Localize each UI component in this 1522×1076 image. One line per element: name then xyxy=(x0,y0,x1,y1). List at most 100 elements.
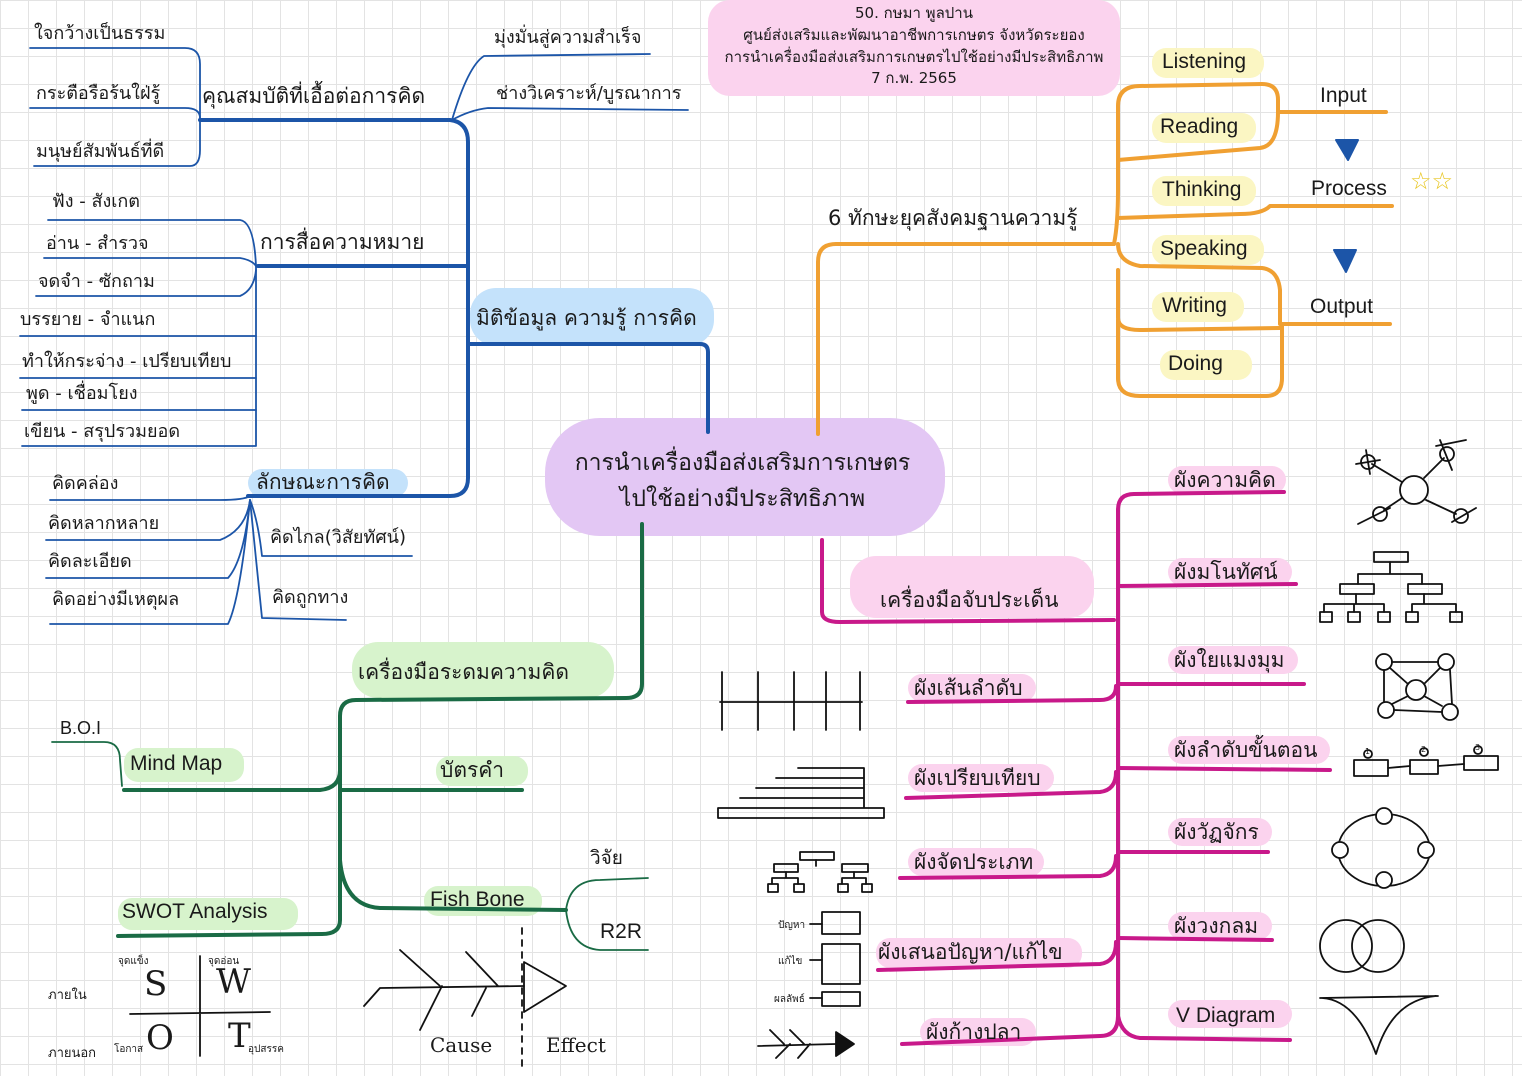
pink-item2-highlight xyxy=(1168,558,1292,586)
listening-highlight xyxy=(1152,48,1264,78)
solution-label: แก้ไข xyxy=(778,956,803,967)
cycle-sketch xyxy=(1331,807,1435,889)
swot-s: S xyxy=(144,964,168,1004)
pink-item1-highlight xyxy=(1168,466,1286,494)
attribute-left-2: กระตือรือร้นใฝ่รู้ xyxy=(36,83,161,104)
pink-diagrams xyxy=(129,439,1499,1067)
skill-listening: Listening xyxy=(1162,50,1247,73)
pink-left2-highlight xyxy=(908,764,1054,792)
doing-highlight xyxy=(1160,350,1252,380)
pink-title-highlight xyxy=(850,556,1094,618)
swot-threat: อุปสรรค xyxy=(248,1044,284,1055)
blue-branch-title: มิติข้อมูล ความรู้ การคิด xyxy=(476,306,697,330)
stars-icon: ☆☆ xyxy=(1410,167,1454,195)
boi-label: B.O.I xyxy=(60,718,102,738)
header-author: 50. กษมา พูลปาน xyxy=(855,4,973,22)
communication-item-7: เขียน - สรุปรวมยอด xyxy=(24,421,181,442)
communication-label: การสื่อความหมาย xyxy=(260,230,425,254)
header-highlight xyxy=(708,0,1120,96)
pink-left-4: ผังเสนอปัญหา/แก้ไข xyxy=(878,940,1063,964)
swot-grid-sketch xyxy=(129,955,271,1057)
problem-solution-sketch xyxy=(809,911,861,1007)
pink-left-5: ผังก้างปลา xyxy=(926,1020,1022,1044)
flow-input: Input xyxy=(1320,84,1367,107)
pink-item5-highlight xyxy=(1168,818,1272,846)
pink-left1-highlight xyxy=(908,674,1036,702)
orange-branch-title: 6 ทักษะยุคสังคมฐานความรู้ xyxy=(828,206,1078,230)
attribute-left-1: ใจกว้างเป็นธรรม xyxy=(34,23,166,44)
pink-left4-highlight xyxy=(876,938,1082,968)
blue-title-highlight xyxy=(470,288,714,346)
pink-right-1: ผังความคิด xyxy=(1174,468,1276,492)
communication-item-6: พูด - เชื่อมโยง xyxy=(26,383,138,404)
green-title-highlight xyxy=(352,642,614,698)
pink-left3-highlight xyxy=(908,848,1044,876)
blue-sub-lines xyxy=(19,47,689,625)
venn-sketch xyxy=(1319,919,1405,973)
pink-left-2: ผังเปรียบเทียบ xyxy=(914,766,1041,790)
result-label: ผลลัพธ์ xyxy=(774,994,805,1005)
pink-item3-highlight xyxy=(1168,646,1298,674)
v-diagram-sketch xyxy=(1319,995,1439,1055)
skill-thinking: Thinking xyxy=(1162,178,1242,201)
attributes-label: คุณสมบัติที่เอื้อต่อการคิด xyxy=(202,84,426,108)
sequence-sketch xyxy=(1353,745,1499,777)
swot-weakness: จุดอ่อน xyxy=(208,956,240,967)
header-organization: ศูนย์ส่งเสริมและพัฒนาอาชีพการเกษตร จังหว… xyxy=(743,25,1085,44)
swot-internal: ภายใน xyxy=(48,988,87,1003)
step-number-2: 2 xyxy=(1421,745,1427,754)
pink-left-3: ผังจัดประเภท xyxy=(914,850,1034,874)
concept-map-sketch xyxy=(1319,551,1463,623)
step-number-1: 1 xyxy=(1365,747,1371,756)
speaking-highlight xyxy=(1152,235,1264,265)
reading-highlight xyxy=(1152,113,1256,143)
communication-item-4: บรรยาย - จำแนก xyxy=(20,309,156,330)
flow-process: Process xyxy=(1311,177,1387,200)
fishbone-mini-sketch xyxy=(757,1029,855,1059)
central-topic: การนำเครื่องมือส่งเสริมการเกษตร ไปใช้อย่… xyxy=(545,446,940,517)
thinking-left-4: คิดอย่างมีเหตุผล xyxy=(52,589,180,610)
swot-highlight xyxy=(118,898,298,930)
swot-t: T xyxy=(228,1016,251,1056)
attribute-right-2: ช่างวิเคราะห์/บูรณาการ xyxy=(496,83,682,104)
fishbone-research-label: วิจัย xyxy=(590,847,623,869)
swot-o: O xyxy=(146,1018,174,1058)
fishbone-label: Fish Bone xyxy=(430,888,525,911)
communication-item-1: ฟัง - สังเกต xyxy=(52,191,140,212)
skill-writing: Writing xyxy=(1162,294,1227,317)
thinking-left-2: คิดหลากหลาย xyxy=(48,513,160,534)
mindmap-highlight xyxy=(124,748,244,782)
green-sub-lines xyxy=(51,741,649,951)
thinking-left-1: คิดคล่อง xyxy=(52,473,119,494)
step-number-3: 3 xyxy=(1475,743,1481,752)
flow-output: Output xyxy=(1310,295,1374,318)
pink-right-7: V Diagram xyxy=(1176,1004,1276,1027)
problem-label: ปัญหา xyxy=(778,920,806,931)
classification-sketch xyxy=(767,851,873,893)
pink-left-1: ผังเส้นลำดับ xyxy=(914,676,1023,700)
swot-opportunity: โอกาส xyxy=(114,1044,144,1055)
thinking-style-label: ลักษณะการคิด xyxy=(256,470,390,494)
swot-strength: จุดแข็ง xyxy=(118,956,149,967)
spider-map-sketch xyxy=(1375,653,1459,721)
fishbone-sketch xyxy=(363,927,567,1067)
comparison-sketch xyxy=(717,767,885,819)
card-highlight xyxy=(436,756,528,786)
pink-item7-highlight xyxy=(1168,1000,1292,1028)
header-date: 7 ก.พ. 2565 xyxy=(871,69,957,88)
swot-w: W xyxy=(216,962,251,1002)
fishbone-r2r-label: R2R xyxy=(600,920,643,943)
attribute-left-3: มนุษย์สัมพันธ์ที่ดี xyxy=(36,141,165,162)
communication-item-2: อ่าน - สำรวจ xyxy=(46,233,149,254)
timeline-sketch xyxy=(719,671,863,731)
green-branch-lines xyxy=(116,522,644,938)
thinking-highlight xyxy=(1152,176,1256,206)
blue-branch-lines xyxy=(198,118,710,498)
pink-branch-title: เครื่องมือจับประเด็น xyxy=(880,588,1059,612)
thinking-right-1: คิดไกล(วิสัยทัศน์) xyxy=(270,527,406,548)
mind-map-sketch xyxy=(1355,439,1477,525)
skill-speaking: Speaking xyxy=(1160,237,1248,260)
thinking-label-highlight xyxy=(248,469,408,497)
mindmap-label: Mind Map xyxy=(130,752,223,775)
